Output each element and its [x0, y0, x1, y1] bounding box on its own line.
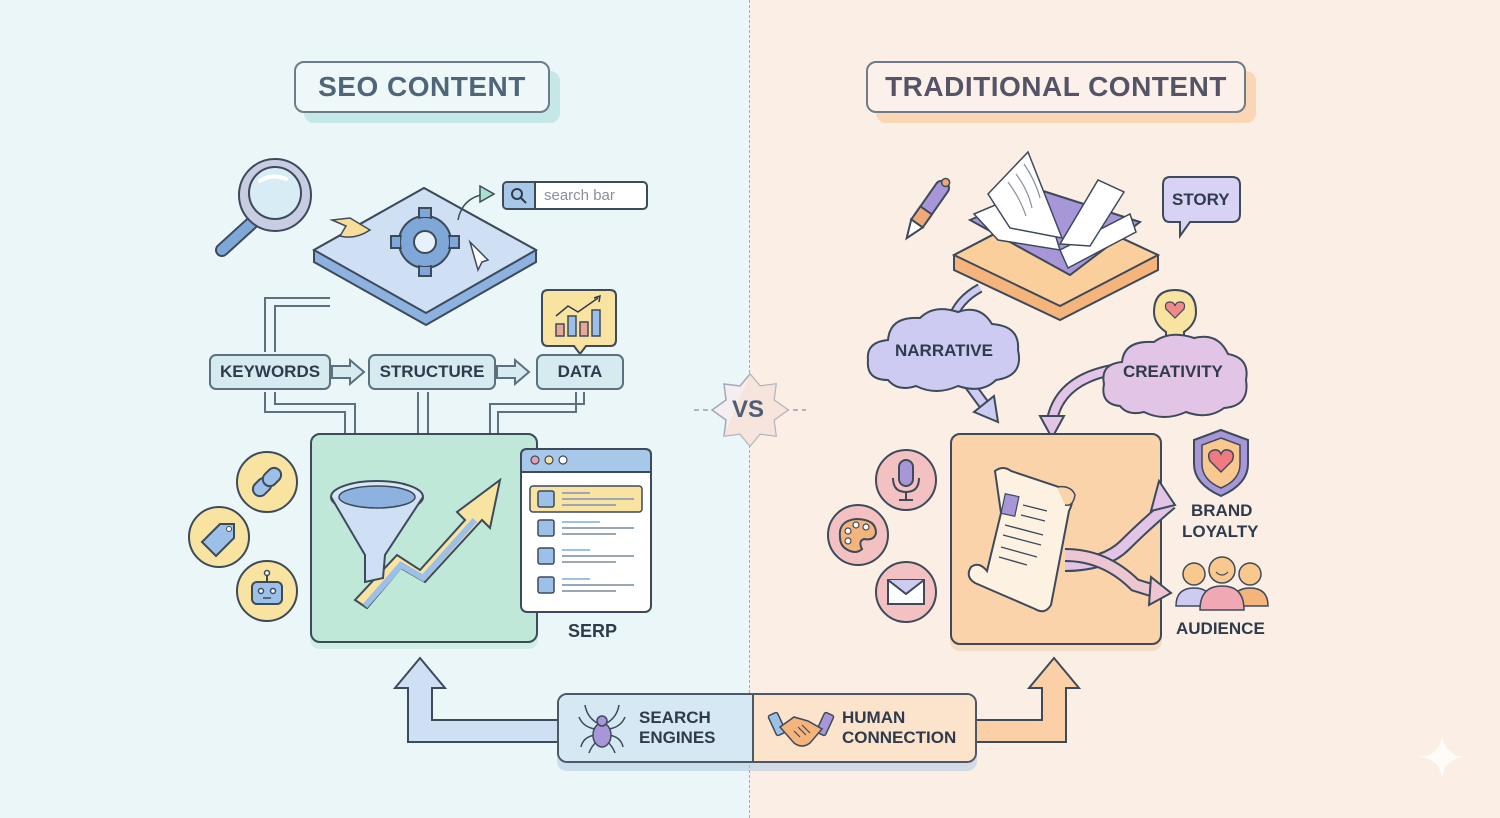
search-bar-placeholder: search bar: [544, 187, 615, 204]
handshake-icon: [767, 711, 835, 747]
traditional-content-title: TRADITIONAL CONTENT: [866, 61, 1246, 113]
story-label: STORY: [1172, 190, 1230, 209]
pen-icon: [905, 177, 951, 241]
step-data: DATA: [536, 354, 624, 390]
creativity-cloud: [1102, 333, 1248, 418]
vs-label: VS: [732, 396, 765, 423]
microphone-icon: [875, 449, 937, 511]
story-speech-bubble: [1162, 176, 1241, 240]
human-connection-line1: HUMAN: [842, 708, 906, 727]
link-icon: [236, 451, 298, 513]
seo-content-title: SEO CONTENT: [294, 61, 550, 113]
loyalty-label: LOYALTY: [1182, 522, 1259, 541]
narrative-cloud: [866, 308, 1020, 392]
human-connection-section: HUMAN CONNECTION: [754, 695, 975, 761]
audience-label: AUDIENCE: [1176, 619, 1265, 638]
narrative-label: NARRATIVE: [895, 341, 993, 360]
envelope-icon: [875, 561, 937, 623]
search-engines-section: SEARCH ENGINES: [559, 695, 754, 761]
serp-window-icon: [520, 448, 652, 613]
audience-icon: [1175, 556, 1269, 611]
human-connection-line2: CONNECTION: [842, 728, 957, 747]
step-structure: STRUCTURE: [368, 354, 496, 390]
audience-target-bar: SEARCH ENGINES HUMAN CONNECTION: [557, 693, 977, 763]
vs-badge: [694, 372, 806, 448]
search-engines-line2: ENGINES: [639, 728, 716, 747]
search-engines-line1: SEARCH: [639, 708, 711, 727]
search-icon: [504, 183, 536, 208]
serp-label: SERP: [568, 621, 618, 641]
chart-bubble-icon: [541, 289, 617, 356]
shield-heart-icon: [1193, 428, 1249, 498]
search-bar[interactable]: search bar: [502, 181, 648, 210]
robot-icon: [236, 560, 298, 622]
brand-label: BRAND: [1191, 501, 1253, 520]
creativity-label: CREATIVITY: [1123, 362, 1223, 381]
funnel-growth-icon: [330, 477, 502, 610]
spider-icon: [578, 704, 626, 754]
magnifier-icon: [215, 158, 312, 257]
sparkle-icon: [1420, 735, 1464, 779]
palette-icon: [827, 504, 889, 566]
open-book-platform-icon: [951, 150, 1161, 322]
gear-platform-icon: [311, 184, 539, 327]
step-keywords: KEYWORDS: [209, 354, 331, 390]
scroll-document-icon: [967, 467, 1177, 613]
tag-icon: [188, 506, 250, 568]
seo-panel-background: [0, 0, 750, 818]
